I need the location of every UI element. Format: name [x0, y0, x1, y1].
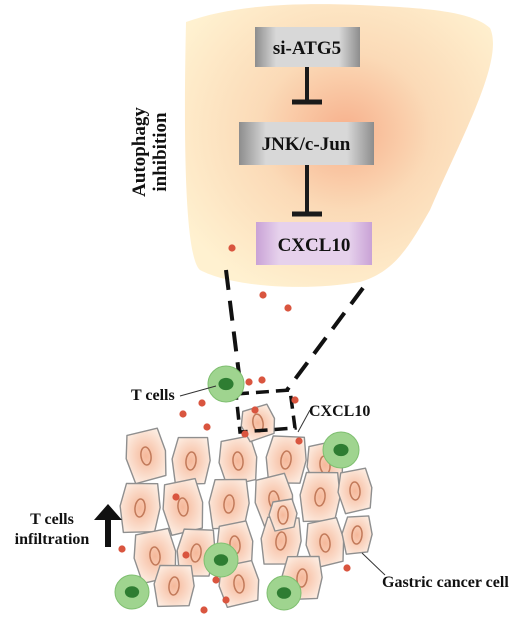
cxcl10-pointer [297, 409, 311, 433]
cxcl10-dot [182, 551, 190, 559]
gastric-cancer-cell [153, 564, 195, 608]
cxcl10-dot [172, 493, 180, 501]
gastric-cancer-cell [265, 435, 307, 484]
cxcl10-dot [222, 596, 230, 604]
nucleus [275, 531, 287, 551]
t-cell-group [114, 365, 360, 611]
cxcl10-dot [245, 378, 253, 386]
t-cells-pointer [179, 385, 217, 397]
cxcl10-dot [259, 291, 267, 299]
cxcl10-dot [212, 576, 220, 584]
gastric-cancer-cell [119, 482, 161, 534]
nucleus [190, 543, 202, 563]
cxcl10-dot [343, 564, 351, 572]
zoom-line-right [285, 286, 365, 392]
nucleus [185, 451, 197, 471]
cxcl10-dot [200, 606, 208, 614]
nucleus [232, 451, 244, 471]
t-cells-label: T cells [131, 387, 175, 404]
gastric-cancer-cell [299, 471, 341, 523]
up-arrow-icon [94, 504, 122, 547]
nucleus [349, 481, 361, 501]
nucleus [149, 546, 161, 566]
box-si-atg5: si-ATG5 [255, 27, 360, 67]
box-cxcl10: CXCL10 [256, 222, 372, 265]
inhibit-arrow-1 [292, 67, 322, 105]
cxcl10-dot [241, 430, 249, 438]
nucleus [319, 533, 331, 553]
infiltration-label-line2: infiltration [15, 531, 90, 548]
gastric-cancer-cell-pointer [361, 552, 386, 576]
gastric-cancer-cell [268, 498, 298, 532]
nucleus [351, 525, 363, 545]
infiltration-label-line1: T cells [30, 511, 74, 528]
gastric-cancer-cell [240, 403, 276, 443]
box-jnk-cjun: JNK/c-Jun [239, 122, 374, 165]
cxcl10-dot [284, 304, 292, 312]
nucleus [168, 576, 180, 596]
cxcl10-dot [228, 244, 236, 252]
inhibit-arrow-2 [292, 165, 322, 217]
cxcl10-dot [258, 376, 266, 384]
box-jnk-cjun-label: JNK/c-Jun [262, 134, 351, 155]
zoom-box [234, 388, 297, 434]
nucleus [223, 494, 235, 514]
cxcl10-dots [118, 244, 351, 614]
cxcl10-dot [203, 423, 211, 431]
nucleus [296, 568, 308, 588]
nucleus [314, 487, 326, 507]
cxcl10-dot [295, 437, 303, 445]
gastric-cancer-cell [305, 516, 345, 569]
t-cell [207, 365, 245, 403]
nucleus [277, 505, 289, 525]
t-cell [266, 575, 302, 611]
nucleus [140, 446, 152, 466]
t-cell [322, 431, 360, 469]
cxcl10-dot [118, 545, 126, 553]
gastric-cancer-cell [125, 427, 167, 485]
nucleus [177, 497, 189, 517]
cxcl10-dot [251, 406, 259, 414]
cxcl10-dot [291, 396, 299, 404]
cxcl10-dot [198, 399, 206, 407]
t-cell [203, 542, 239, 578]
cxcl10-label: CXCL10 [309, 403, 370, 420]
zoom-line-left [224, 269, 243, 391]
gastric-cancer-cell [162, 477, 204, 537]
box-si-atg5-label: si-ATG5 [273, 38, 341, 59]
nucleus [233, 574, 245, 594]
t-cell [114, 574, 150, 610]
side-label-line2: inhibition [150, 112, 171, 192]
gastric-cancer-cell-label: Gastric cancer cell [382, 574, 509, 591]
box-cxcl10-label: CXCL10 [278, 235, 351, 256]
nucleus [280, 450, 292, 470]
nucleus [134, 498, 146, 518]
gastric-cancer-cell [171, 436, 211, 486]
gastric-cancer-cell [337, 467, 373, 515]
autophagy-inhibition-label: Autophagy inhibition [129, 107, 171, 197]
gastric-cancer-cell [341, 515, 373, 555]
side-label-line1: Autophagy [129, 107, 150, 197]
cxcl10-dot [179, 410, 187, 418]
